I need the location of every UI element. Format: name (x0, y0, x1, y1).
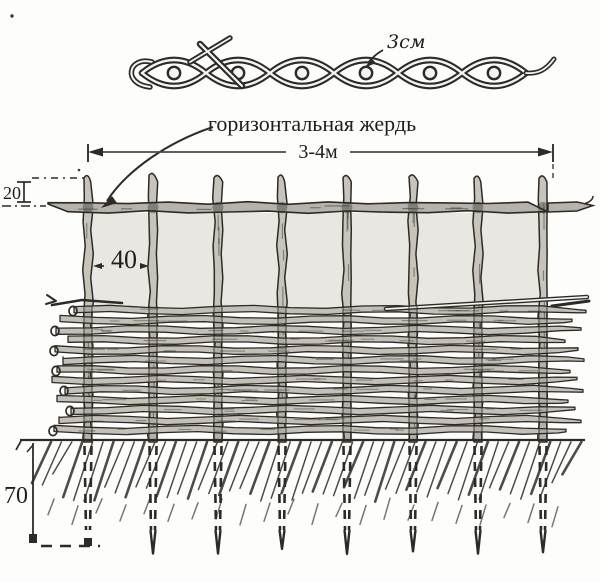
dimension-lines: горизонтальная жердь 3-4м 20 (2, 111, 554, 548)
dim-fence-width: 3-4м (298, 141, 338, 163)
stake-spacing-dimension: 40 (93, 245, 149, 274)
pole-label-arrowhead (101, 196, 117, 208)
withe-detail-drawing: 3см (128, 31, 557, 90)
dim-stake-overhang: 20 (3, 183, 21, 203)
panel-infill (90, 213, 546, 311)
burial-depth-dimension: 70 (4, 443, 100, 548)
fork-twig (187, 35, 246, 90)
dim-burial-depth: 70 (4, 483, 28, 509)
pole-label-leader (106, 126, 214, 202)
ink-dot (10, 14, 14, 18)
label-withe-diameter: 3см (387, 31, 425, 53)
woven-rods-drawing (45, 294, 591, 440)
ground-hatching (15, 438, 585, 528)
horizontal-pole-drawing (47, 195, 596, 215)
label-horizontal-pole: горизонтальная жердь (208, 111, 416, 136)
dim-stake-spacing: 40 (111, 245, 137, 274)
buried-stakes-drawing (83, 445, 548, 556)
fence-width-dimension: 3-4м (77, 141, 554, 178)
withe-diameter-arrowhead (364, 59, 376, 68)
withe-diameter-leader (367, 49, 384, 64)
stake-overhang-dimension: 20 (2, 177, 84, 207)
